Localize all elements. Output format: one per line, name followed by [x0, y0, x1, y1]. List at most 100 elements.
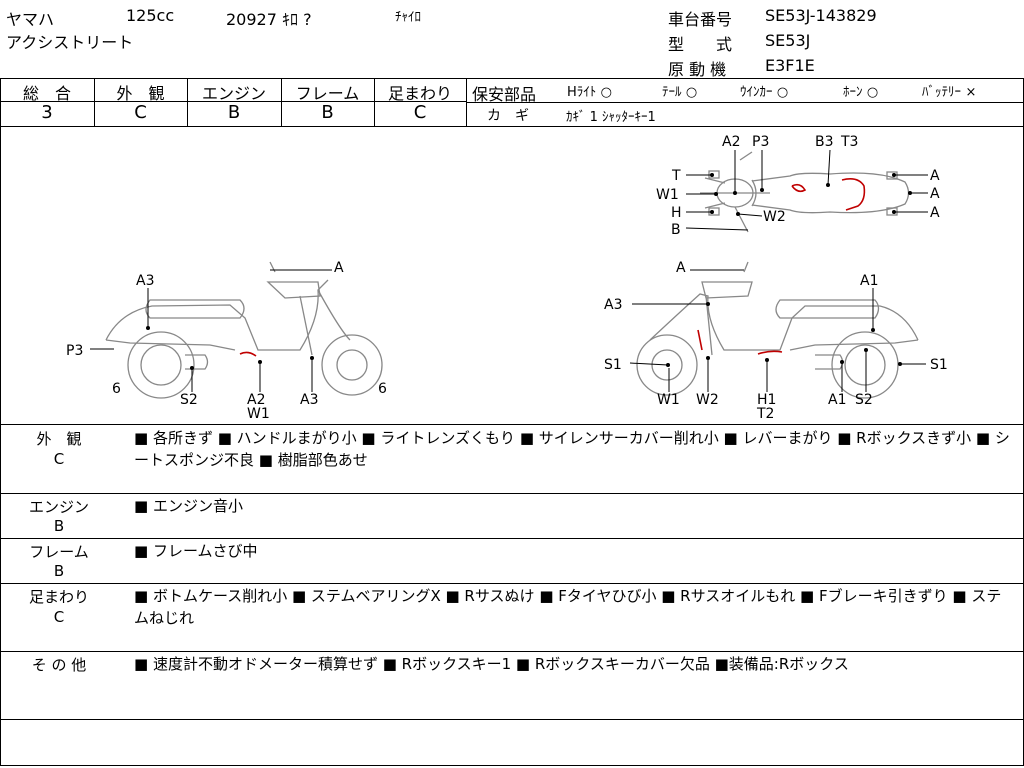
col-4 [374, 78, 375, 126]
top-label-b3: B3 [815, 134, 834, 150]
left-view-scooter [105, 261, 383, 399]
equip-horn-label: ﾎｰﾝ [843, 85, 863, 100]
frame-no-label: 車台番号 [668, 10, 733, 29]
top-label-a-1: A [930, 168, 940, 184]
leader-lines [90, 149, 928, 392]
overall-label: 総 合 [22, 84, 71, 103]
col-5 [466, 78, 467, 126]
top-label-w1: W1 [656, 187, 679, 203]
equip-tail-mark: ○ [685, 85, 698, 100]
top-label-t: T [671, 168, 681, 184]
engine-grade: B [227, 102, 241, 123]
model-label: 型 式 [668, 35, 733, 54]
key-label: カ ギ [487, 108, 529, 124]
engine-grade-label: エンジン [201, 84, 266, 103]
model-name: アクシストリート [6, 33, 134, 52]
section-suspension-label: 足まわり [28, 588, 89, 606]
color: ﾁｬｲﾛ [395, 10, 421, 25]
equip-headlight-mark: ○ [600, 85, 612, 100]
mileage: 20927 ｷﾛ ? [226, 10, 312, 29]
equip-winker-label: ｳｲﾝｶｰ [740, 85, 773, 100]
maker: ヤマハ [6, 10, 55, 29]
section-suspension-grade: C [53, 608, 65, 626]
right-view-labels: A A3 A1 S1 S1 W1 W2 H1 T2 A1 S2 [604, 260, 948, 422]
section-exterior-text: ■ 各所きず ■ ハンドルまがり小 ■ ライトレンズくもり ■ サイレンサーカバ… [134, 429, 1010, 469]
right-label-a: A [676, 260, 686, 276]
overall-grade: 3 [41, 102, 53, 123]
top-view-labels: A2 P3 B3 T3 T W1 H B W2 A A A [656, 134, 940, 238]
equip-winker: ｳｲﾝｶｰ○ [740, 81, 793, 100]
section-other-label: そ の 他 [31, 656, 87, 674]
section-exterior-label: 外 観 [36, 430, 82, 448]
left-label-p3: P3 [66, 343, 83, 359]
section-exterior-grade: C [53, 450, 65, 468]
equipment-label: 保安部品 [472, 85, 537, 104]
right-label-w2: W2 [696, 392, 719, 408]
top-label-b: B [671, 222, 681, 238]
key-value: ｶｷﾞ 1 ｼｬｯﾀｰｷｰ1 [566, 110, 656, 125]
right-label-s1-front: S1 [604, 357, 622, 373]
equip-tail-label: ﾃｰﾙ [662, 85, 682, 100]
left-label-a3-lower: A3 [300, 392, 318, 408]
right-label-a3: A3 [604, 297, 622, 313]
col-3 [281, 78, 282, 126]
left-label-s2: S2 [180, 392, 198, 408]
col-2 [187, 78, 188, 126]
section-frame-grade: B [53, 562, 65, 580]
right-label-s2: S2 [855, 392, 873, 408]
scooter-diagram: A2 P3 B3 T3 T W1 H B W2 A A A A A3 P3 6 … [66, 134, 948, 422]
left-view-labels: A A3 P3 6 S2 A2 W1 A3 6 [66, 260, 387, 422]
top-label-a-3: A [930, 205, 940, 221]
left-label-6-front: 6 [112, 381, 121, 397]
grid-bottom [0, 126, 1024, 127]
right-view-scooter [636, 261, 919, 399]
equip-tail: ﾃｰﾙ○ [662, 81, 702, 100]
left-label-a2: A2 [247, 392, 265, 408]
engine-label: 原 動 機 [668, 60, 727, 79]
section-divider-0 [0, 424, 1024, 425]
grade-divider [0, 101, 466, 102]
exterior-label: 外 観 [116, 84, 165, 103]
displacement: 125cc [126, 6, 175, 25]
equip-divider [466, 102, 1024, 103]
frame-grade-label: フレーム [295, 84, 360, 103]
left-label-a3: A3 [136, 273, 154, 289]
top-view-scooter [700, 151, 910, 233]
right-label-t2: T2 [756, 406, 774, 422]
engine-code: E3F1E [765, 56, 815, 75]
section-frame-text: ■ フレームさび中 [134, 542, 258, 560]
equip-battery: ﾊﾞｯﾃﾘｰ× [922, 81, 981, 100]
suspension-grade-label: 足まわり [387, 84, 452, 103]
top-label-t3: T3 [840, 134, 858, 150]
frame-no: SE53J-143829 [765, 6, 877, 25]
section-suspension-text: ■ ボトムケース削れ小 ■ ステムベアリングX ■ Rサスぬけ ■ Fタイヤひび… [134, 587, 1002, 627]
section-divider-3 [0, 583, 1024, 584]
right-label-w1: W1 [657, 392, 680, 408]
right-label-s1-rear: S1 [930, 357, 948, 373]
equip-winker-mark: ○ [776, 85, 789, 100]
exterior-grade: C [134, 102, 147, 123]
top-label-w2: W2 [763, 209, 786, 225]
damage-marks [239, 178, 866, 357]
section-engine-grade: B [53, 517, 65, 535]
equip-headlight: Hﾗｲﾄ○ [567, 81, 616, 100]
section-engine-label: エンジン [28, 498, 89, 516]
top-label-a-2: A [930, 186, 940, 202]
section-engine-text: ■ エンジン音小 [134, 497, 243, 515]
equip-horn-mark: ○ [866, 85, 879, 100]
equip-battery-label: ﾊﾞｯﾃﾘｰ [922, 85, 961, 100]
left-label-w1: W1 [247, 406, 270, 422]
col-1 [94, 78, 95, 126]
equip-horn: ﾎｰﾝ○ [843, 81, 883, 100]
equip-headlight-label: Hﾗｲﾄ [567, 85, 597, 100]
leader-dots [146, 173, 912, 370]
section-divider-2 [0, 538, 1024, 539]
top-label-p3: P3 [752, 134, 769, 150]
suspension-grade: C [413, 102, 427, 123]
right-label-a1-lower: A1 [828, 392, 846, 408]
right-label-a1: A1 [860, 273, 878, 289]
right-label-h1: H1 [757, 392, 776, 408]
frame-grade: B [321, 102, 334, 123]
model-code: SE53J [765, 31, 811, 50]
section-other-text: ■ 速度計不動オドメーター積算せず ■ Rボックスキー1 ■ Rボックスキーカバ… [134, 655, 849, 673]
